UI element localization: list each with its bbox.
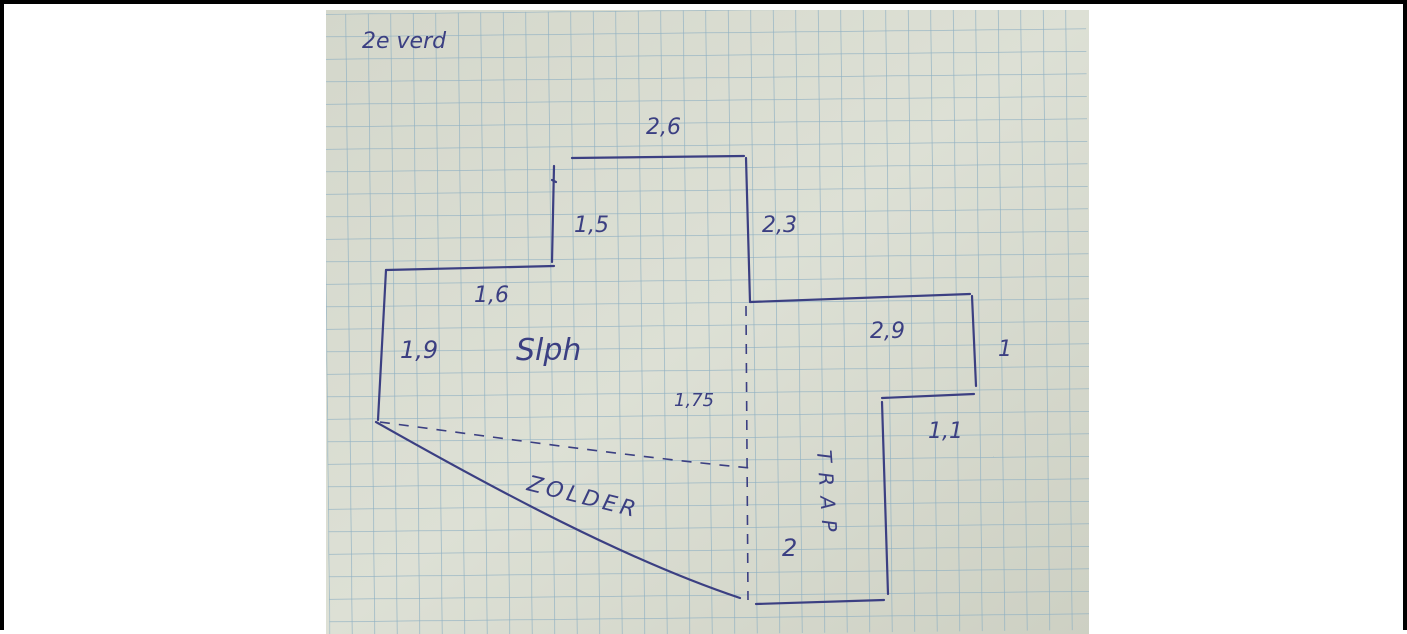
wall-outlines <box>374 154 978 606</box>
wall-right-short <box>970 294 978 388</box>
room-top-wall <box>384 264 556 272</box>
wall-right-upper <box>744 156 752 304</box>
grid-paper-lines <box>326 10 1089 634</box>
dim-stairs-length: 2 <box>782 534 797 562</box>
stairs-right-wall <box>880 400 890 596</box>
stairs-top-wall <box>880 392 976 400</box>
dim-top-width: 2,6 <box>646 115 681 140</box>
dim-upper-left-height: 1,5 <box>574 213 609 238</box>
dashed-roof-line <box>379 421 751 469</box>
dim-divider-height: 1,75 <box>674 390 714 411</box>
room-name: Slph <box>516 333 581 368</box>
wall-top <box>570 154 746 160</box>
dim-room-width: 1,6 <box>474 283 509 308</box>
dim-right-ledge-width: 2,9 <box>870 319 905 344</box>
floor-plan-sketch: 2e verd 2,6 1,5 2,3 1,6 1,9 Slph 1,75 2,… <box>326 10 1089 634</box>
floor-plan-sketch-photo: 2e verd 2,6 1,5 2,3 1,6 1,9 Slph 1,75 2,… <box>326 10 1089 634</box>
room-left-wall <box>376 268 388 422</box>
dim-stairs-width: 1,1 <box>928 419 963 444</box>
wall-tick <box>550 178 558 184</box>
dim-right-upper-height: 2,3 <box>762 213 797 238</box>
floor-label: 2e verd <box>362 29 447 54</box>
wall-bottom <box>754 598 886 606</box>
dim-right-ledge-height: 1 <box>998 337 1012 362</box>
wall-ledge <box>748 292 972 304</box>
attic-slope-line <box>374 420 742 600</box>
dashed-lines <box>379 305 751 601</box>
dim-room-height: 1,9 <box>400 336 438 364</box>
